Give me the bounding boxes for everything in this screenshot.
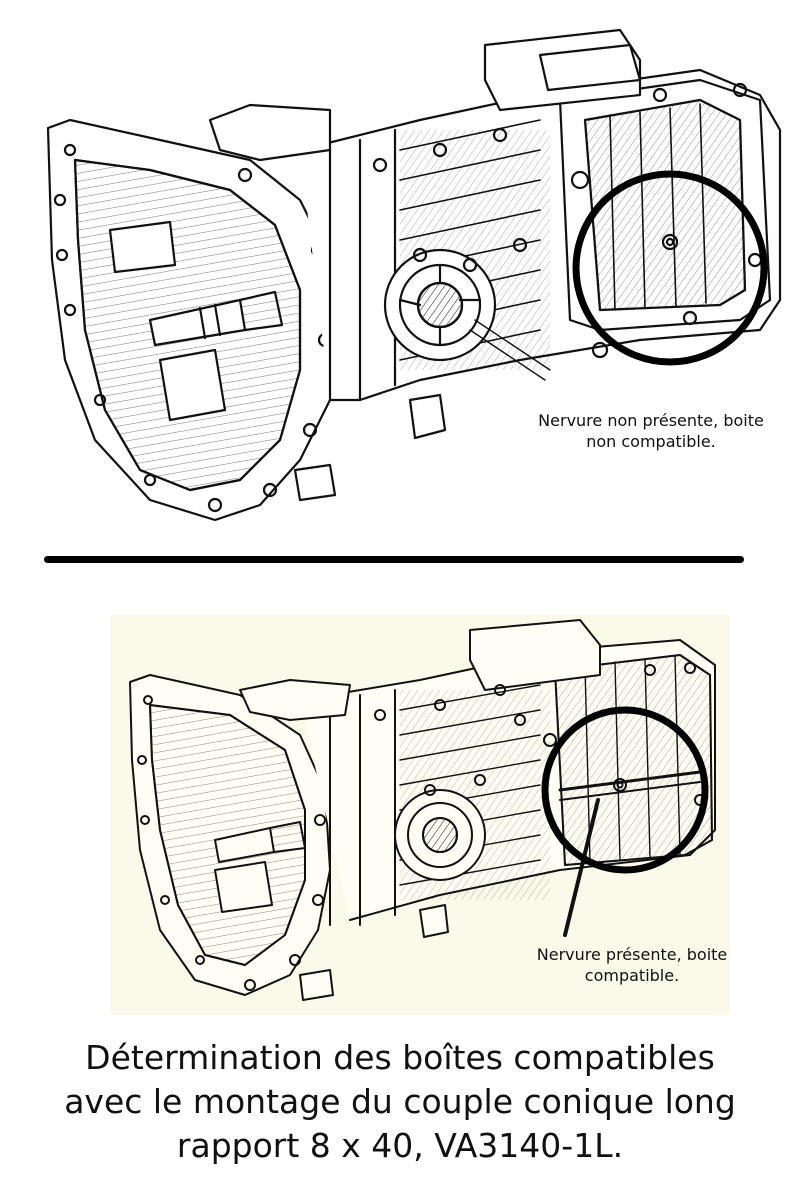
caption-line-1: Détermination des boîtes compatibles bbox=[85, 1038, 715, 1077]
annotation-top-line-2: non compatible. bbox=[586, 432, 716, 451]
highlight-circle-bottom bbox=[541, 706, 709, 874]
annotation-bottom-line-2: compatible. bbox=[584, 966, 680, 985]
annotation-rib-absent: Nervure non présente, boite non compatib… bbox=[512, 410, 790, 452]
caption-line-3: rapport 8 x 40, VA3140-1L. bbox=[176, 1126, 624, 1165]
annotation-bottom-line-1: Nervure présente, boite bbox=[536, 945, 728, 964]
caption-line-2: avec le montage du couple conique long bbox=[64, 1082, 736, 1121]
section-divider bbox=[44, 556, 744, 563]
highlight-circle-top bbox=[572, 170, 768, 366]
annotation-rib-present: Nervure présente, boite compatible. bbox=[512, 944, 752, 986]
gearbox-illustration-compatible bbox=[0, 575, 800, 1015]
gearbox-drawing-top bbox=[46, 28, 782, 522]
annotation-top-line-1: Nervure non présente, boite bbox=[538, 411, 764, 430]
gearbox-drawing-bottom bbox=[110, 615, 730, 1015]
figure-caption: Détermination des boîtes compatibles ave… bbox=[0, 1036, 800, 1168]
gearbox-illustration-incompatible bbox=[0, 0, 800, 540]
